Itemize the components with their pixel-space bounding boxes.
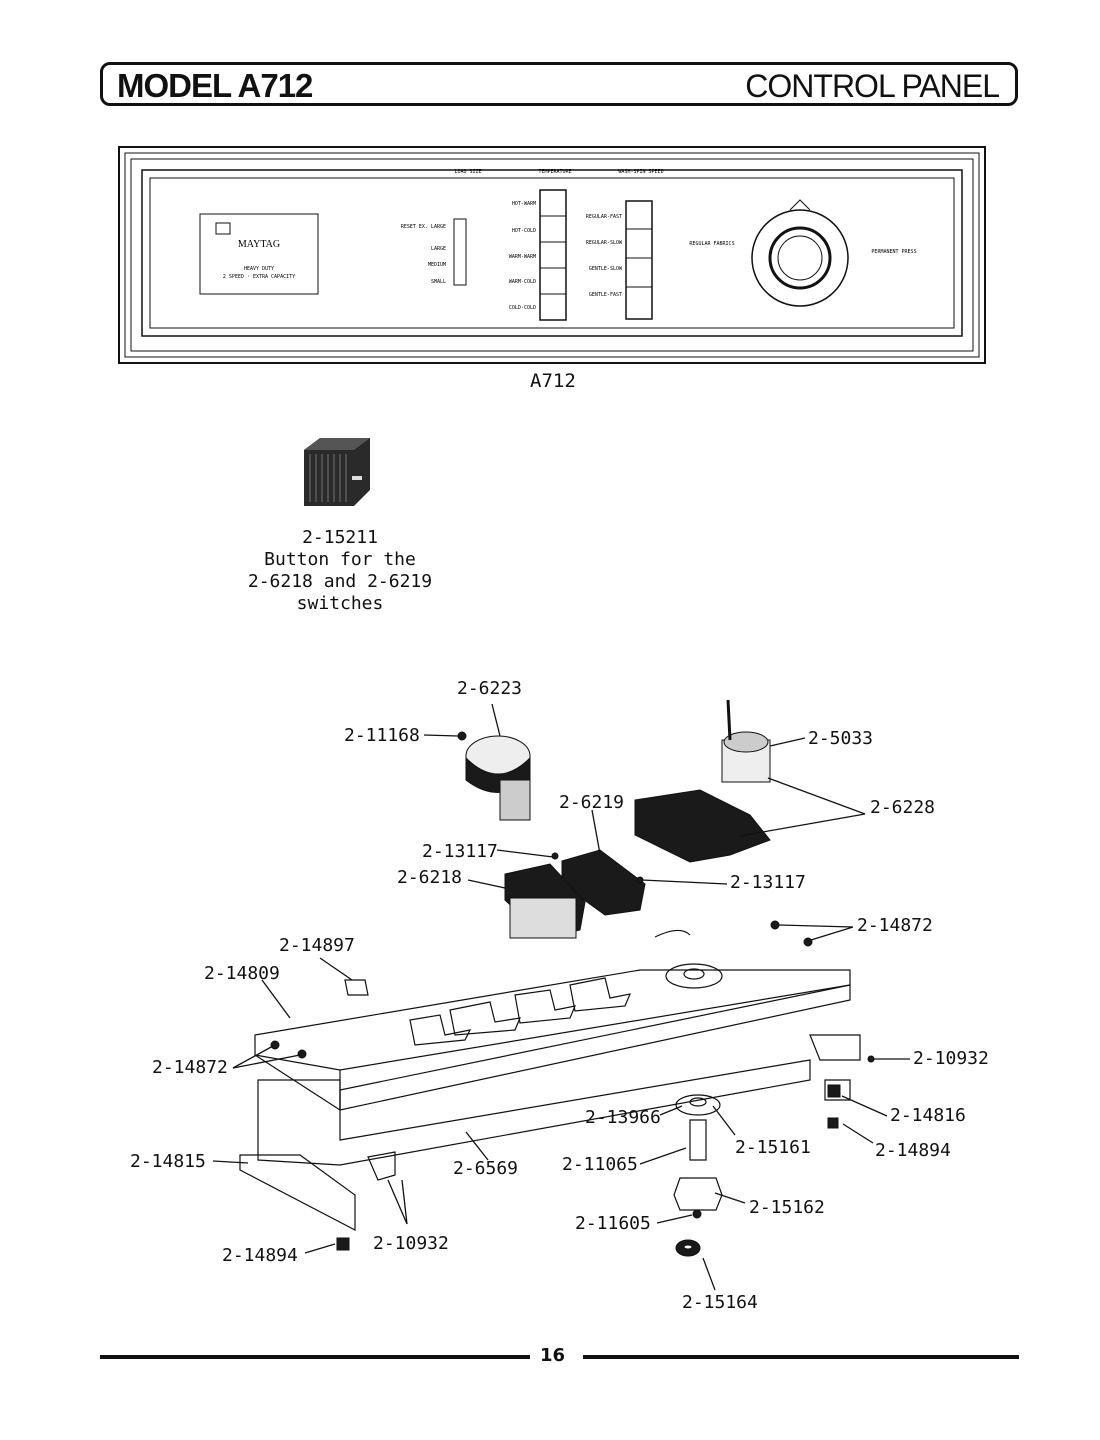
button-part-caption: 2-15211 Button for the 2-6218 and 2-6219… (220, 527, 460, 615)
load-size-1: RESET EX. LARGE (401, 224, 446, 230)
brand-label: MAYTAG (238, 239, 280, 250)
load-size-3: MEDIUM (428, 262, 446, 268)
temperature-label: TEMPERATURE (538, 169, 571, 175)
temp-3: WARM-WARM (509, 254, 536, 260)
permanent-press-label: PERMANENT PRESS (871, 249, 916, 255)
regular-fabrics-label: REGULAR FABRICS (689, 241, 734, 247)
exploded-view-drawing (212, 699, 910, 1291)
section-title: CONTROL PANEL (745, 68, 1000, 104)
callout-2-11065: 2-11065 (562, 1154, 638, 1175)
callout-2-11168: 2-11168 (344, 725, 420, 746)
temp-2: HOT-COLD (512, 228, 536, 234)
temp-5: COLD-COLD (509, 305, 536, 311)
speed-2: REGULAR-SLOW (586, 240, 623, 246)
button-part-line3: switches (296, 593, 384, 614)
callout-2-11605: 2-11605 (575, 1213, 651, 1234)
button-part-icon (304, 438, 370, 506)
load-size-2: LARGE (431, 246, 446, 252)
callout-2-14872-right: 2-14872 (857, 915, 933, 936)
footer-rule-right (583, 1355, 1019, 1359)
callout-2-14809: 2-14809 (204, 963, 280, 984)
callout-2-13117-left: 2-13117 (422, 841, 498, 862)
callout-2-6223: 2-6223 (457, 678, 523, 699)
callout-2-6218: 2-6218 (397, 867, 463, 888)
page-number: 16 (540, 1345, 566, 1366)
callout-2-10932-left: 2-10932 (373, 1233, 449, 1254)
page-header: MODEL A712 CONTROL PANEL (100, 62, 1018, 106)
speed-1: REGULAR-FAST (586, 214, 622, 220)
temp-4: WARM-COLD (509, 279, 536, 285)
load-size-label: LOAD SIZE (454, 169, 481, 175)
callout-2-14894-right: 2-14894 (875, 1140, 951, 1161)
button-part-number: 2-15211 (302, 527, 378, 548)
speed-3: GENTLE-SLOW (589, 266, 623, 272)
badge-line1: HEAVY DUTY (244, 266, 274, 272)
callout-2-5033: 2-5033 (808, 728, 874, 749)
callout-2-6219: 2-6219 (559, 792, 625, 813)
model-title: MODEL A712 (117, 67, 313, 104)
callout-2-14816: 2-14816 (890, 1105, 966, 1126)
callout-2-14815: 2-14815 (130, 1151, 206, 1172)
control-panel-drawing: MAYTAG HEAVY DUTY 2 SPEED · EXTRA CAPACI… (118, 146, 986, 364)
callout-2-14897: 2-14897 (279, 935, 355, 956)
panel-caption: A712 (530, 370, 576, 392)
callout-2-13117-right: 2-13117 (730, 872, 806, 893)
load-size-4: SMALL (431, 279, 446, 285)
callout-2-13966: 2-13966 (585, 1107, 661, 1128)
wash-spin-speed-label: WASH-SPIN SPEED (618, 169, 663, 175)
badge-line2: 2 SPEED · EXTRA CAPACITY (223, 274, 295, 280)
callout-2-10932-right: 2-10932 (913, 1048, 989, 1069)
callout-2-15162: 2-15162 (749, 1197, 825, 1218)
temp-1: HOT-WARM (512, 201, 536, 207)
button-part-line1: Button for the (264, 549, 416, 570)
footer-rule-left (100, 1355, 530, 1359)
speed-4: GENTLE-FAST (589, 292, 622, 298)
callout-2-6228: 2-6228 (870, 797, 936, 818)
callout-2-15161: 2-15161 (735, 1137, 811, 1158)
callout-2-6569: 2-6569 (453, 1158, 519, 1179)
button-part-line2: 2-6218 and 2-6219 (247, 571, 433, 592)
callout-2-15164: 2-15164 (682, 1292, 758, 1313)
callout-2-14894-left: 2-14894 (222, 1245, 298, 1266)
callout-2-14872-left: 2-14872 (152, 1057, 228, 1078)
